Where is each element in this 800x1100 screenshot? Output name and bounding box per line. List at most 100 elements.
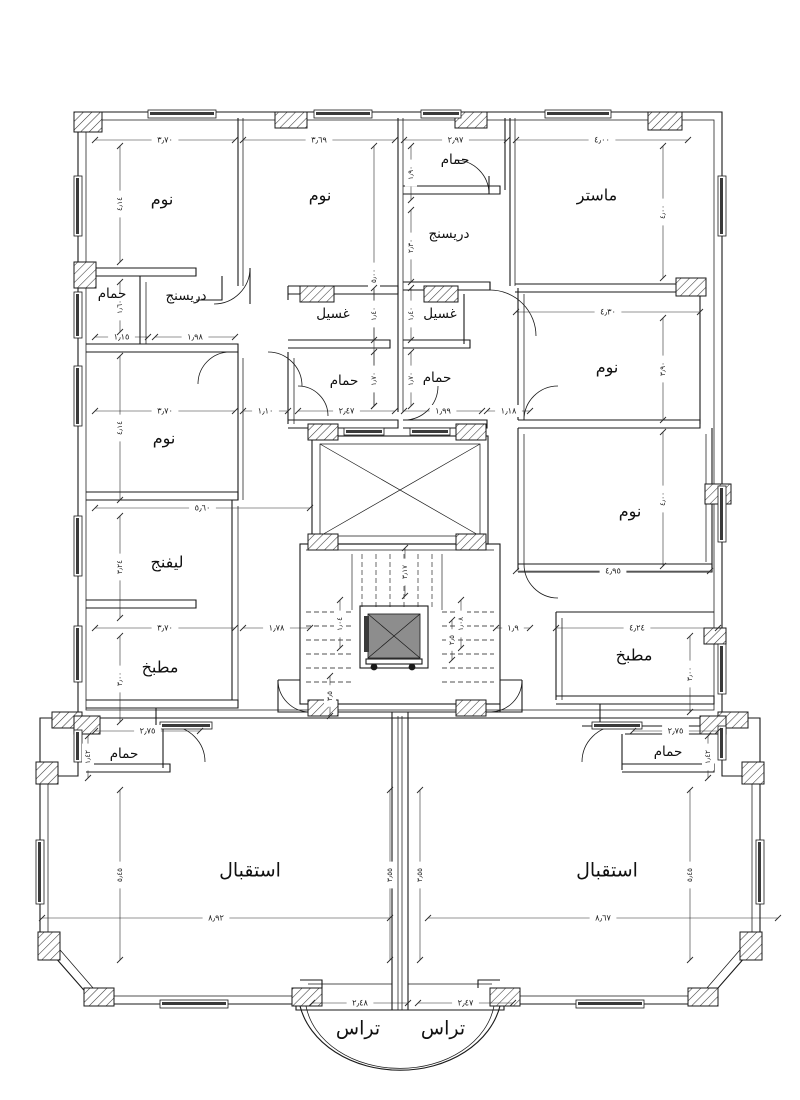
dimension-h-kitchen-right: ٤٫٢٤ [552, 622, 722, 634]
dimension-v-kitchen-left: ٣٫٠٠ [114, 632, 126, 726]
dimension-h-reception-left: ٨٫٩٢ [38, 912, 394, 924]
dimension-value: ٥٫٤٥ [115, 868, 124, 882]
terrace-arc [299, 979, 501, 1071]
dimension-value: ٣٫٧٠ [157, 406, 173, 416]
doors [159, 159, 643, 763]
room-label-kitchen-left: مطبخ [142, 658, 179, 678]
dimension-v-lift: ٢٫٥ [446, 616, 458, 664]
room-label-laundry-right: غسيل [423, 306, 456, 322]
dimension-value: ٨٫٦٧ [595, 913, 611, 923]
dimension-value: ١٫٤٢ [83, 750, 92, 764]
dimension-v-bath-botleft: ١٫٤٢ [82, 732, 94, 782]
dimension-value: ٣٫٧٠ [157, 623, 173, 633]
dimension-value: ٣٫٥٥ [415, 868, 424, 882]
dimension-value: ٤٫٢٤ [629, 623, 645, 633]
dimension-v-bed-left: ٤٫١٤ [114, 352, 126, 504]
dimension-value: ٤٫٠٠ [594, 135, 610, 145]
dimension-h-kitchen-left: ٣٫٧٠ [91, 622, 239, 634]
room-label-laundry-left: غسيل [316, 306, 349, 322]
room-label-living-left: ليفنج [151, 553, 184, 572]
dimension-value: ٣٫٥ [325, 691, 334, 701]
dimension-h-corr-left: ١٫٧٨ [239, 622, 314, 634]
room-label-bed-left: نوم [153, 429, 176, 449]
room-label-bed-top-center: نوم [309, 186, 332, 206]
dimension-v-stair-left: ١٫٠٤ [334, 596, 346, 652]
dimension-v-bath-topleft: ١٫٦٠ [114, 278, 126, 336]
windows [35, 109, 765, 1009]
dimension-value: ٤٫١٤ [115, 197, 124, 211]
dimension-value: ٣٫١٧ [400, 565, 409, 579]
dimension-value: ٤٫٠٠ [658, 205, 667, 219]
dimension-v-reception-left: ٥٫٤٥ [114, 786, 126, 964]
room-label-bath-mid-right: حمام [423, 370, 452, 386]
dimension-v-bath-botright: ١٫٤٢ [702, 732, 714, 782]
dimension-h-bedright-lower: ٤٫٩٥ [512, 565, 714, 577]
dimension-h-bed-left: ٣٫٧٠ [91, 405, 239, 417]
dimension-value: ١٫٩ [507, 623, 519, 633]
dimension-value: ٢٫٤٧ [458, 998, 474, 1008]
dimension-value: ٣٫٠٠ [115, 672, 124, 686]
dimension-v-laundry-right: ١٫٤٠ [405, 284, 417, 344]
dimension-v-kitchen-right: ٣٫٠٠ [684, 632, 696, 716]
dimension-v-bedright-upper: ٣٫٩٠ [657, 314, 669, 424]
dimension-value: ٥٫٤٥ [685, 868, 694, 882]
dimension-v-reception-right: ٥٫٤٥ [684, 786, 696, 964]
dimension-value: ١٫١٨ [501, 406, 517, 416]
dimension-h-bed-topleft: ٣٫٧٠ [91, 134, 239, 146]
dimension-h-bedright-upper: ٤٫٣٠ [512, 306, 704, 318]
room-label-bed-right-lower: نوم [619, 502, 642, 522]
dimension-h-bath-topleft: ١٫١٥ [91, 331, 152, 343]
dimension-v-bath-topcenter: ١٫٩٠ [405, 142, 417, 204]
dimension-value: ٢٫٩٧ [448, 135, 464, 145]
dimension-h-terrace-right: ٢٫٤٧ [414, 997, 517, 1009]
dimension-value: ١٫٧٠ [406, 372, 415, 386]
dimension-value: ٢٫٣٠ [406, 239, 415, 253]
stair-upper-flight [351, 554, 443, 610]
room-label-dress-top-left: دريسنج [165, 288, 206, 304]
dimension-value: ١٫٠٤ [335, 617, 344, 631]
dimension-value: ٤٫٠٠ [658, 492, 667, 506]
dimension-v-hall-left: ٣٫٥٥ [384, 786, 396, 964]
dimension-value: ٣٫٧٠ [157, 135, 173, 145]
dimension-h-bath-topcenter: ٢٫٩٧ [400, 134, 511, 146]
room-label-bed-top-left: نوم [151, 190, 174, 210]
dimension-value: ٤٫١٤ [115, 421, 124, 435]
dimension-value: ١٫٠٨ [456, 617, 465, 631]
dimension-h-bath-botleft: ٢٫٧٥ [91, 725, 204, 737]
dimension-value: ٤٫٣٠ [600, 307, 616, 317]
interior-walls-left-lower [86, 500, 239, 773]
room-label-reception-right: استقبال [576, 860, 638, 882]
dimension-h-terrace-left: ٢٫٤٨ [308, 997, 412, 1009]
room-label-terrace-right: تراس [421, 1018, 465, 1040]
room-label-terrace-left: تراس [336, 1018, 380, 1040]
dimension-value: ٣٫٦٩ [311, 135, 327, 145]
dimension-h-gap-right: ١٫١٨ [483, 405, 534, 417]
dimension-h-reception-right: ٨٫٦٧ [424, 912, 782, 924]
room-label-master: ماستر [576, 186, 618, 206]
dimension-value: ٢٫٧٥ [140, 726, 156, 736]
dimension-value: ٥٫٠٠ [369, 269, 378, 283]
dimension-value: ١٫٧٨ [269, 623, 285, 633]
dimension-v-bath-midright: ١٫٧٠ [405, 348, 417, 410]
dimension-value: ١٫٤٠ [406, 307, 415, 321]
dimension-value: ١٫١٠ [258, 406, 274, 416]
central-core [277, 435, 523, 1010]
dimension-value: ٣٫٠٠ [685, 667, 694, 681]
interior-walls-mid [86, 285, 713, 573]
dimension-h-bed-topcenter: ٣٫٦٩ [239, 134, 399, 146]
dimension-h-bath-midleft: ٢٫٤٧ [294, 405, 399, 417]
dimension-v-hall-right: ٣٫٥٥ [414, 786, 426, 964]
room-label-bath-top-left: حمام [98, 286, 127, 302]
dimension-value: ٢٫٥ [447, 635, 456, 645]
room-label-kitchen-right: مطبخ [616, 646, 653, 666]
dimension-value: ١٫٦٠ [115, 300, 124, 314]
dimension-value: ١٫١٥ [114, 332, 130, 342]
dimension-value: ١٫٩٠ [406, 166, 415, 180]
dimension-h-master: ٤٫٠٠ [512, 134, 692, 146]
dimension-h-bath-midright: ١٫٩٩ [400, 405, 486, 417]
dimension-value: ١٫٤٠ [369, 307, 378, 321]
